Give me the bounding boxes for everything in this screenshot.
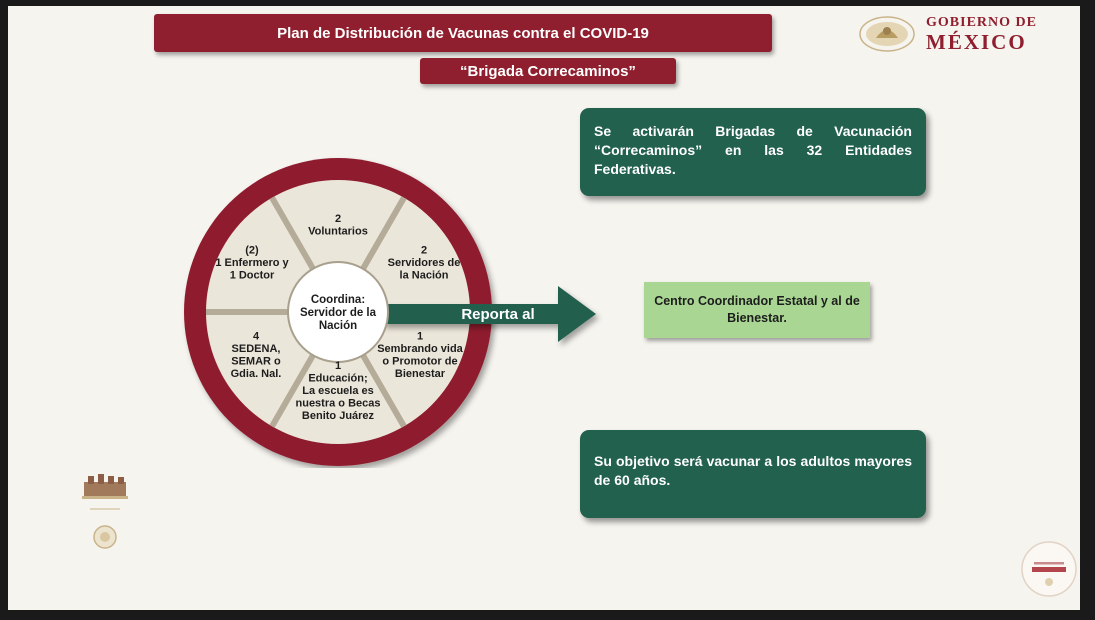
segment-label-line: o Promotor de: [382, 355, 457, 367]
hub-label-line: Servidor de la: [300, 307, 377, 319]
logo-line-2: MÉXICO: [926, 30, 1027, 54]
segment-label-line: nuestra o Becas: [296, 398, 381, 410]
segment-label-line: Sembrando vida: [377, 343, 463, 355]
segment-label-line: la Nación: [400, 270, 449, 282]
coordination-center-box: Centro Coordinador Estatal y al de Biene…: [644, 282, 870, 338]
segment-label-line: SEDENA,: [232, 343, 281, 355]
wheel-divider: [269, 196, 316, 271]
segment-label-line: Gdia. Nal.: [231, 368, 282, 380]
segment-label-line: 1: [335, 360, 341, 372]
hub-label-line: Coordina:: [311, 294, 365, 306]
segment-label-line: Educación;: [308, 373, 367, 385]
segment-label-line: Bienestar: [395, 368, 446, 380]
wheel-divider: [269, 353, 316, 428]
segment-label-line: 4: [253, 330, 260, 342]
segment-label-line: SEMAR o: [231, 355, 281, 367]
logo-line-1: GOBIERNO DE: [926, 15, 1037, 30]
monument-figures-icon: [82, 474, 128, 510]
wheel-divider: [360, 353, 407, 428]
slide: Plan de Distribución de Vacunas contra e…: [8, 6, 1080, 610]
government-logo: GOBIERNO DE MÉXICO: [926, 16, 1037, 53]
corner-logo-icon: [1021, 541, 1077, 597]
wheel-divider: [360, 196, 407, 271]
segment-label-line: 1 Doctor: [230, 270, 275, 282]
objective-box: Su objetivo será vacunar a los adultos m…: [580, 430, 926, 518]
small-seal-icon: [93, 525, 117, 549]
segment-label-line: La escuela es: [302, 385, 374, 397]
segment-label-line: Servidores de: [388, 257, 461, 269]
segment-label-line: Benito Juárez: [302, 410, 375, 422]
segment-label-line: (2): [245, 245, 259, 257]
arrow-label: Reporta al: [461, 306, 534, 323]
segment-label-line: Voluntarios: [308, 225, 368, 237]
activation-box: Se activarán Brigadas de Vacunación “Cor…: [580, 108, 926, 196]
eagle-seal-icon: [859, 16, 915, 52]
page-subtitle: “Brigada Correcaminos”: [420, 58, 676, 84]
reporta-arrow: [382, 286, 596, 342]
hub-label-line: Nación: [319, 320, 357, 332]
page-title: Plan de Distribución de Vacunas contra e…: [154, 14, 772, 52]
segment-label-line: 2: [421, 245, 427, 257]
segment-label-line: 2: [335, 213, 341, 225]
segment-label-line: 1: [417, 330, 423, 342]
wheel-hub: [287, 261, 389, 363]
segment-label-line: 1 Enfermero y: [215, 257, 289, 269]
